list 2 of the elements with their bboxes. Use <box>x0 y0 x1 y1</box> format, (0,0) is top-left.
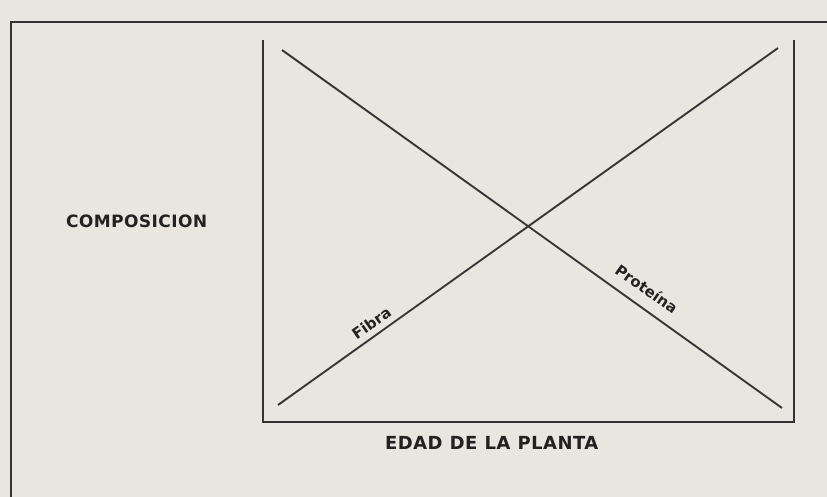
axis-label: COMPOSICION <box>66 211 208 234</box>
axis-label: EDAD DE LA PLANTA <box>385 432 599 456</box>
